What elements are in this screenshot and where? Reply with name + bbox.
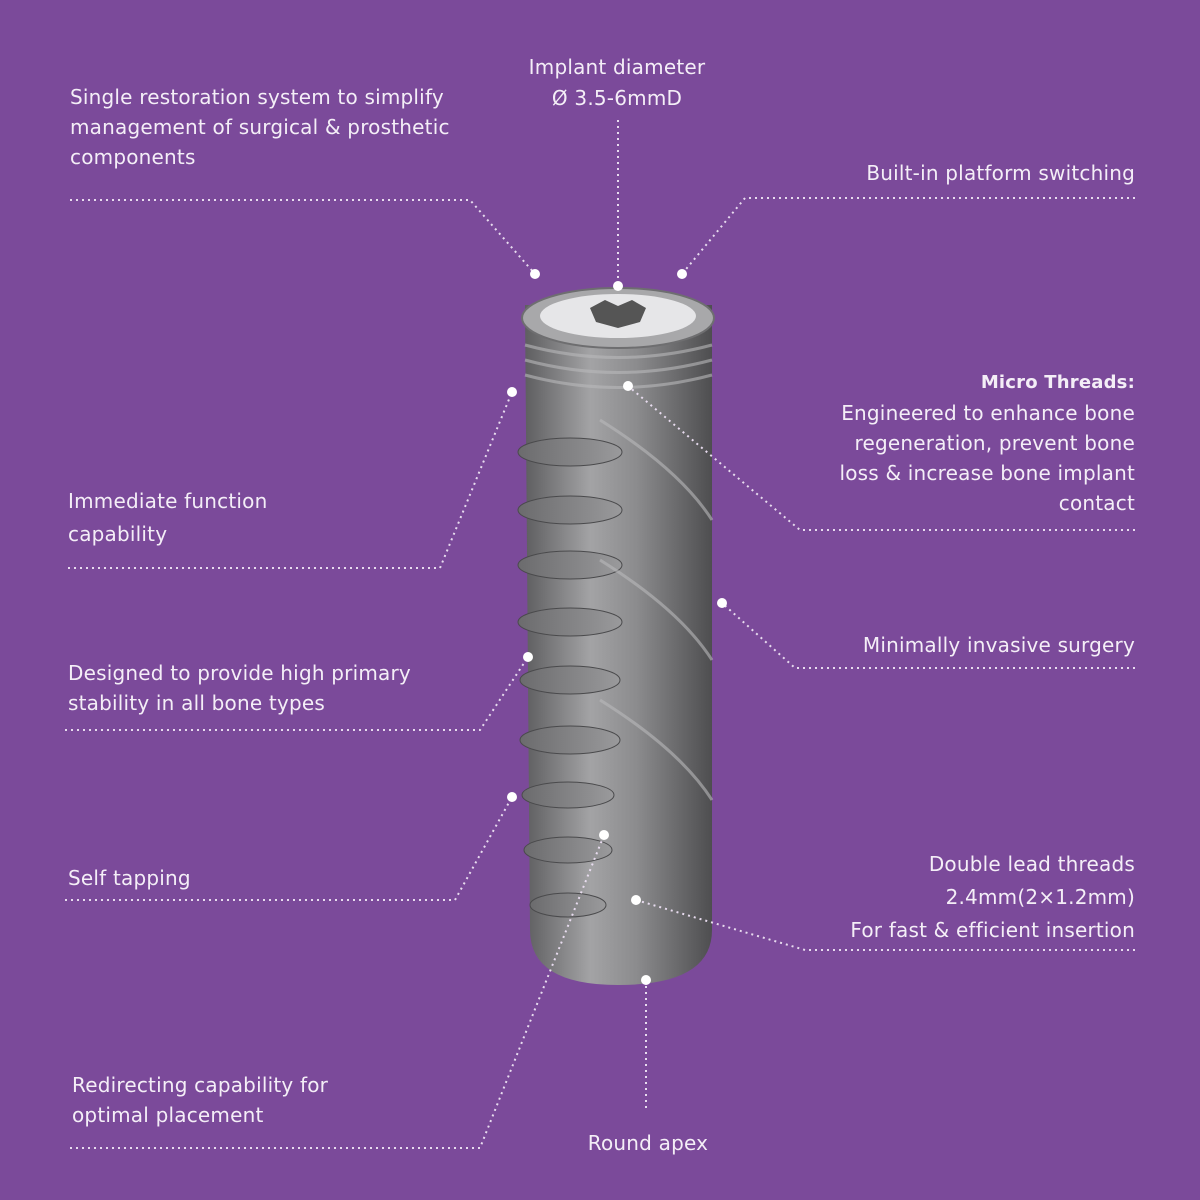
label-primary-stability: Designed to provide high primary stabili… — [68, 661, 411, 715]
double-lead-title: Double lead threads — [928, 852, 1135, 876]
label-platform-switching: Built-in platform switching — [866, 161, 1135, 185]
label-round-apex: Round apex — [587, 1131, 709, 1155]
label-micro-threads: Micro Threads: Engineered to enhance bon… — [835, 368, 1135, 518]
label-single-restoration: Single restoration system to simplify ma… — [70, 85, 450, 169]
label-minimally-invasive: Minimally invasive surgery — [862, 633, 1135, 657]
label-redirecting: Redirecting capability for optimal place… — [72, 1073, 329, 1127]
implant-diameter-value: Ø 3.5-6mmD — [551, 86, 683, 110]
label-double-lead: Double lead threads 2.4mm(2×1.2mm) For f… — [785, 848, 1135, 947]
implant-image — [517, 287, 715, 985]
double-lead-desc: For fast & efficient insertion — [850, 918, 1135, 942]
micro-threads-desc: Engineered to enhance bone regeneration,… — [839, 401, 1135, 515]
leader-lines — [65, 120, 1135, 1149]
implant-diameter-title: Implant diameter — [528, 55, 706, 79]
double-lead-value: 2.4mm(2×1.2mm) — [945, 885, 1135, 909]
callout-dots — [507, 269, 727, 985]
label-implant-diameter: Implant diameter Ø 3.5-6mmD — [467, 52, 767, 114]
label-self-tapping: Self tapping — [68, 866, 191, 890]
micro-threads-title: Micro Threads: — [980, 372, 1135, 393]
label-immediate-function: Immediate function capability — [68, 489, 268, 546]
